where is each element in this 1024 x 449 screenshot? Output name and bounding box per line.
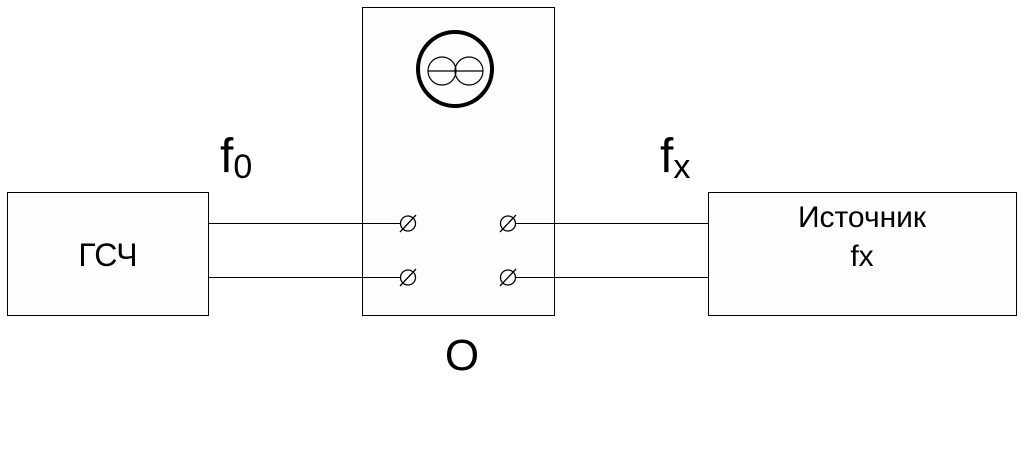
source-block — [708, 192, 1017, 316]
terminal-left-top-icon — [399, 214, 417, 233]
generator-label: ГСЧ — [78, 237, 137, 273]
signal-f0-sub: 0 — [233, 148, 252, 186]
terminal-right-bottom-icon — [499, 268, 517, 287]
signal-f0-base: f — [220, 130, 234, 183]
source-label-line2: fx — [850, 240, 873, 273]
source-label-line1: Источник — [798, 201, 927, 234]
device-block — [362, 7, 555, 316]
signal-fx-sub: x — [673, 148, 690, 186]
signal-f0-label: f0 — [220, 130, 252, 186]
indicator-icon — [416, 30, 494, 108]
signal-fx-label: fx — [660, 130, 690, 186]
generator-block — [7, 192, 209, 316]
device-label: О — [445, 331, 479, 380]
signal-fx-base: f — [660, 130, 674, 183]
terminal-right-top-icon — [499, 214, 517, 233]
terminal-left-bottom-icon — [399, 268, 417, 287]
